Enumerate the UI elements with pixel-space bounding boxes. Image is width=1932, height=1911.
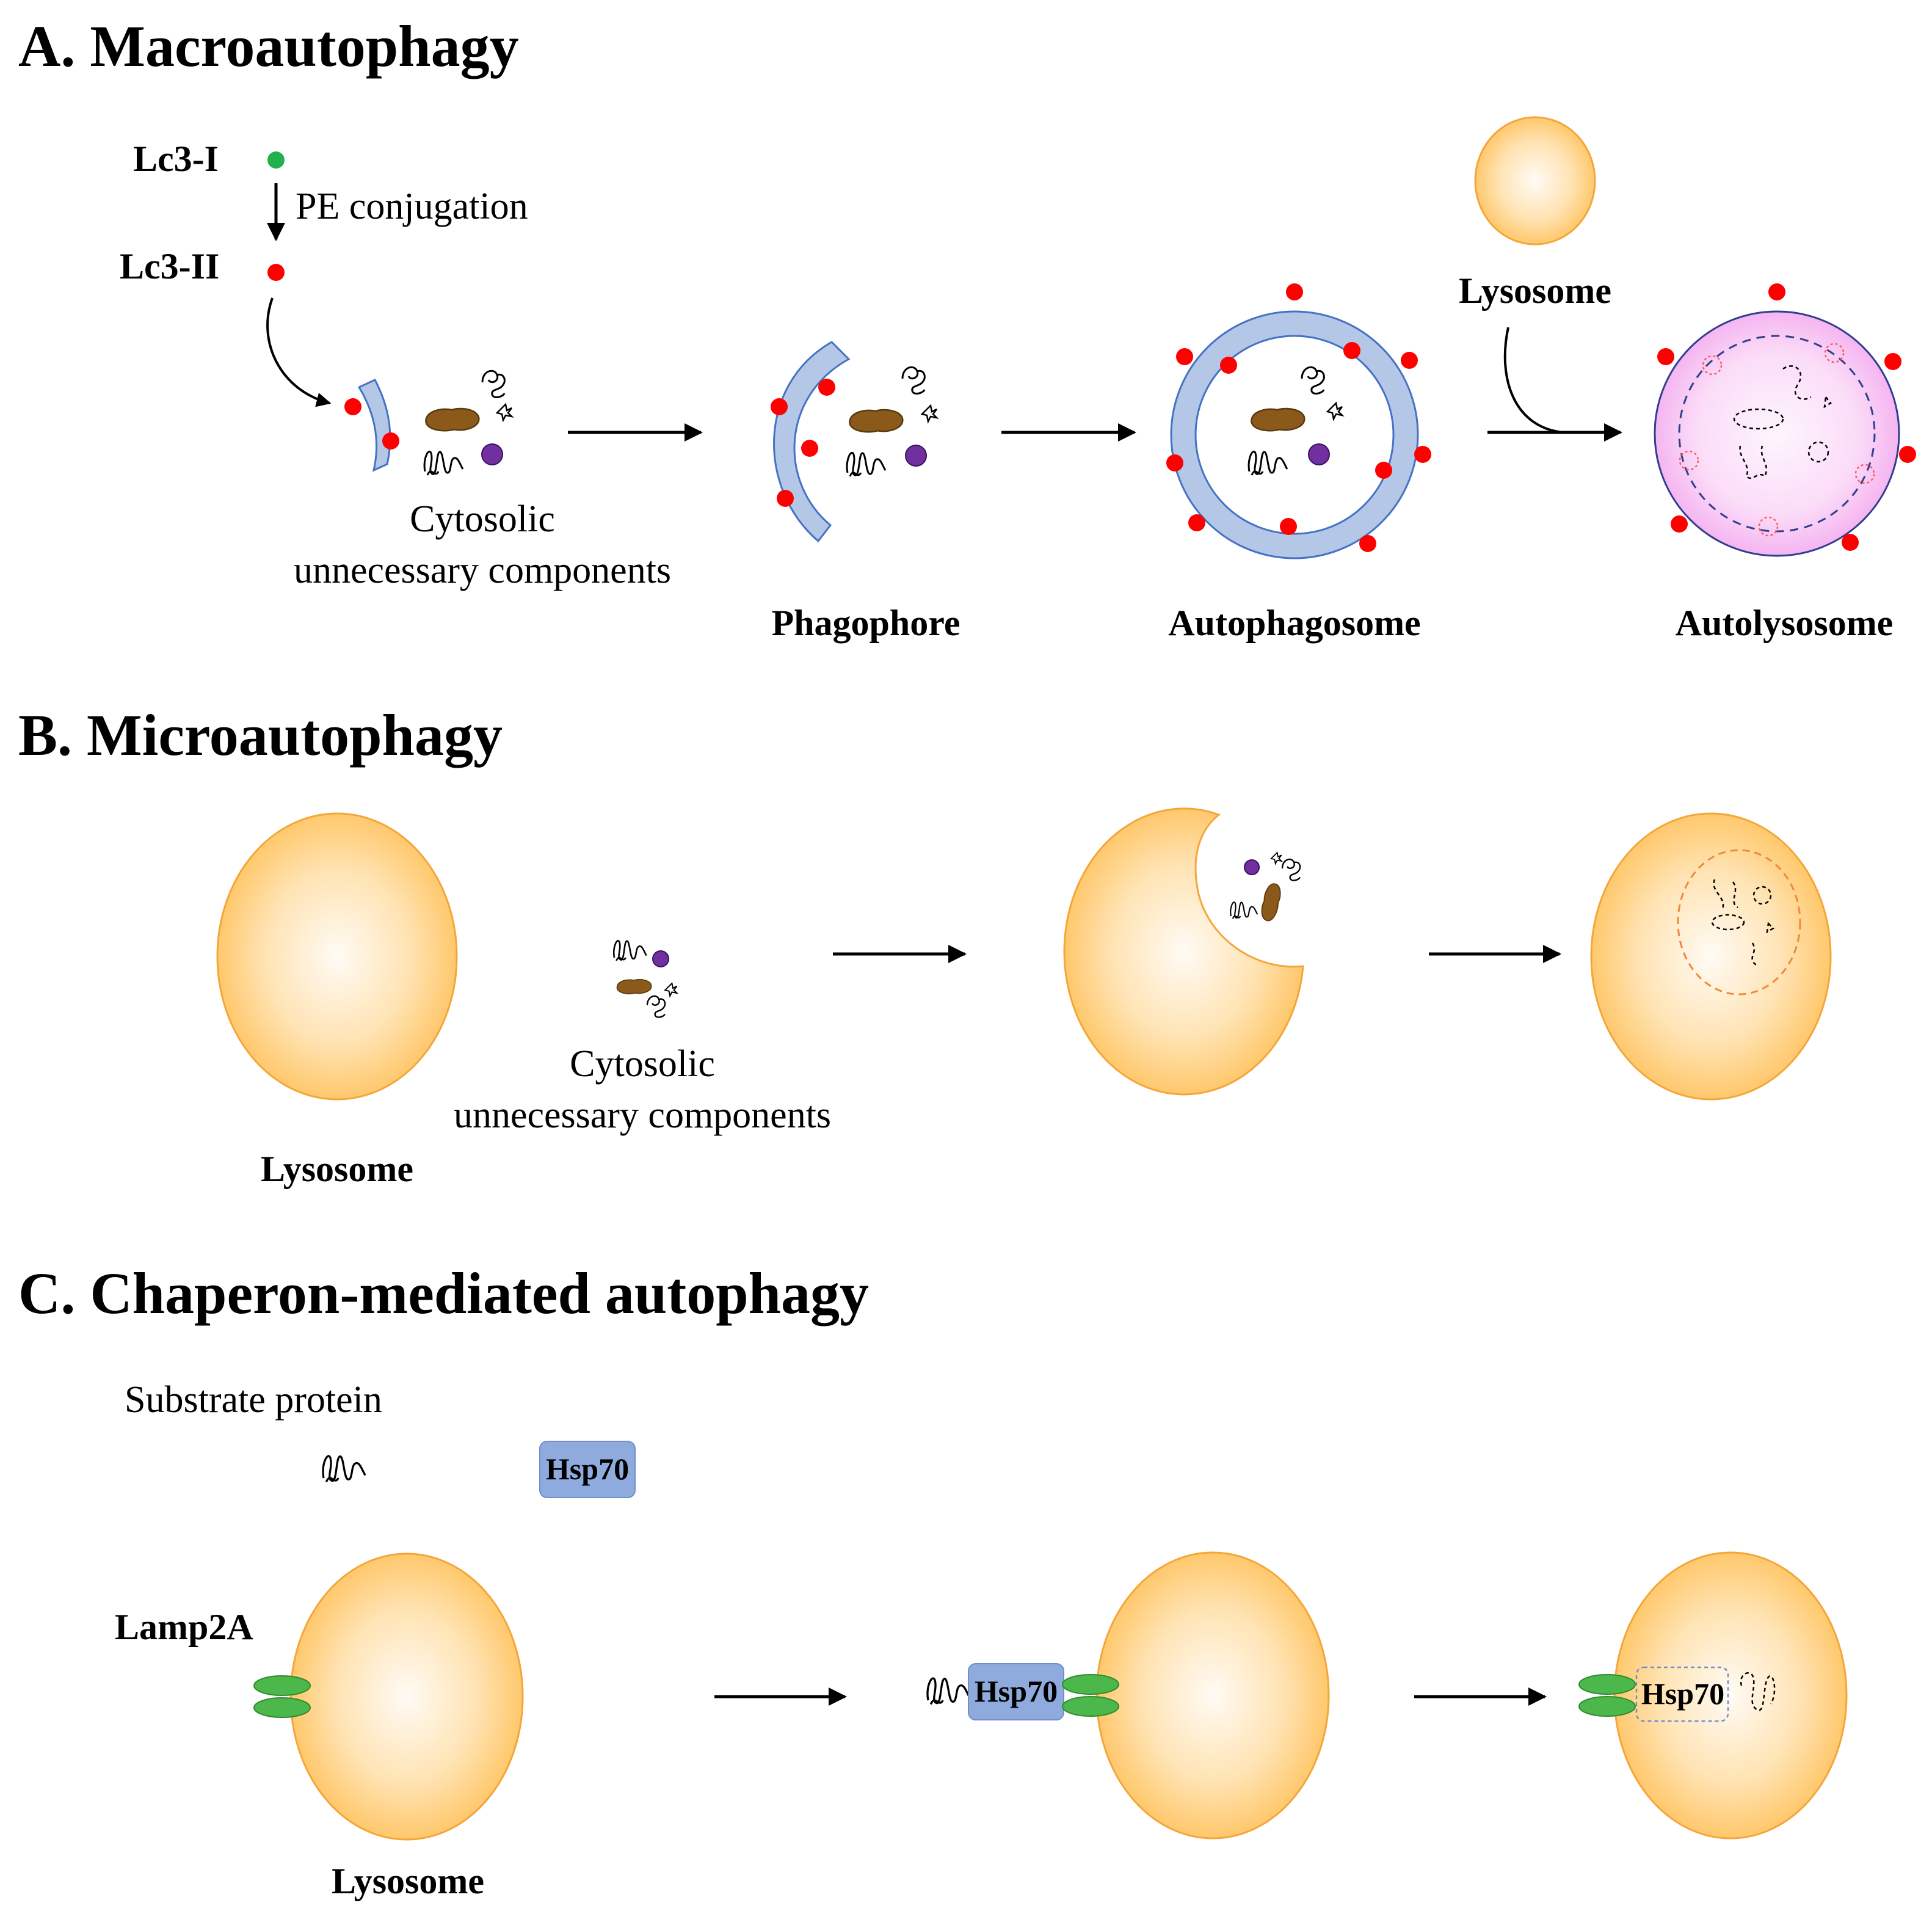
lysosome-c2-icon <box>1095 1551 1330 1840</box>
autophagosome <box>1166 283 1431 559</box>
cytosolic-label-a-line2: unnecessary components <box>294 550 671 591</box>
degraded-substrate-c <box>1740 1672 1776 1711</box>
lamp2a-c2-icon <box>1062 1674 1119 1717</box>
lysosome-b-label: Lysosome <box>261 1149 413 1189</box>
lysosome-c-label: Lysosome <box>332 1861 484 1901</box>
panel-b-title: B. Microautophagy <box>18 702 503 768</box>
initial-membrane <box>344 379 399 472</box>
hsp70-c1-box <box>539 1441 636 1498</box>
cytosolic-cargo-a1 <box>423 369 513 476</box>
cytosolic-cargo-b1 <box>612 939 678 1018</box>
cytosolic-cargo-b2 <box>1230 852 1301 923</box>
substrate-protein-label: Substrate protein <box>125 1379 382 1421</box>
lc3-recruit-arrow-icon <box>266 297 332 407</box>
lysosome-b2-invaginating-icon <box>1063 807 1304 1096</box>
hsp70-c3-box <box>1635 1666 1729 1722</box>
cytosolic-cargo-a3 <box>1247 366 1343 476</box>
autophagosome-label: Autophagosome <box>1168 603 1420 643</box>
lamp2a-c3-icon <box>1578 1674 1636 1717</box>
phagophore-membrane <box>771 341 851 543</box>
cytosolic-label-a-line1: Cytosolic <box>410 498 555 540</box>
substrate-protein-icon <box>322 1455 366 1483</box>
lc3-i-dot-icon <box>267 151 285 169</box>
lysosome-c1-icon <box>289 1552 524 1841</box>
lysosome-c3-icon <box>1613 1551 1848 1840</box>
cytosolic-label-b-line2: unnecessary components <box>454 1094 831 1136</box>
lysosome-b3-icon <box>1590 812 1832 1101</box>
hsp70-c2-box <box>968 1663 1064 1720</box>
hsp70-c3-label: Hsp70 <box>1641 1676 1724 1711</box>
cytosolic-cargo-a2 <box>846 366 938 478</box>
lysosome-b1-icon <box>216 812 458 1101</box>
microautophagic-vesicle-icon <box>1677 849 1801 996</box>
hsp70-c1-label: Hsp70 <box>546 1452 629 1486</box>
panel-c-title: C. Chaperon-mediated autophagy <box>18 1261 869 1326</box>
lamp2a-c1-icon <box>253 1675 311 1718</box>
lysosome-a-icon <box>1474 116 1596 246</box>
lc3-ii-dot-icon <box>267 264 285 281</box>
autolysosome <box>1654 283 1916 557</box>
panel-a-title: A. Macroautophagy <box>18 13 519 79</box>
substrate-bound-icon <box>926 1677 971 1706</box>
lc3-i-label: Lc3-I <box>133 139 219 179</box>
lysosome-a-label: Lysosome <box>1459 271 1611 311</box>
phagophore-label: Phagophore <box>772 603 961 643</box>
cytosolic-label-b-line1: Cytosolic <box>570 1043 715 1085</box>
lc3-ii-label: Lc3-II <box>120 246 219 286</box>
lysosome-fusion-curve-icon <box>1503 327 1564 434</box>
degraded-cargo-b <box>1711 879 1775 966</box>
pe-conjugation-label: PE conjugation <box>296 186 528 227</box>
hsp70-c2-label: Hsp70 <box>975 1674 1058 1708</box>
lamp2a-label: Lamp2A <box>115 1607 253 1647</box>
autolysosome-label: Autolysosome <box>1676 603 1894 643</box>
